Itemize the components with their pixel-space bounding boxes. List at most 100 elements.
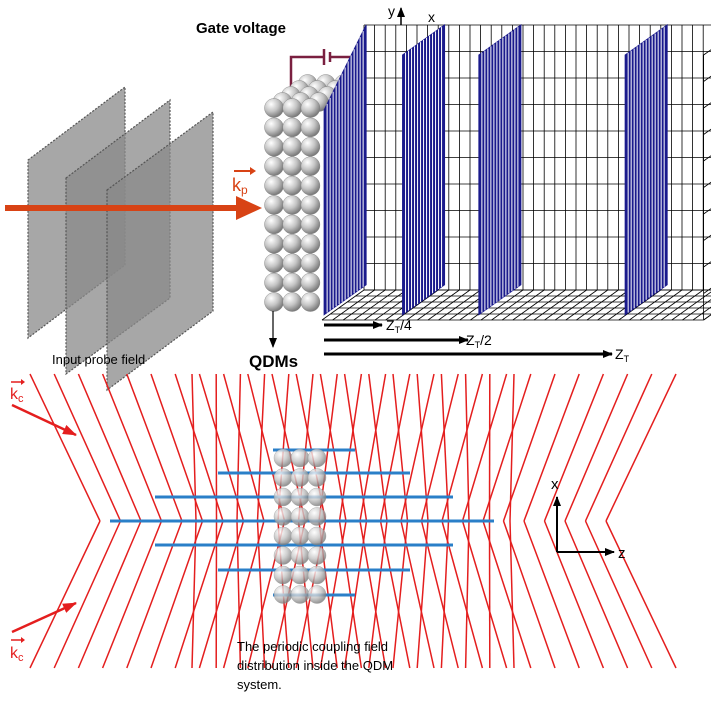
field-line [564, 373, 629, 522]
qdm-ball [307, 585, 327, 604]
qdm-ball [300, 137, 321, 157]
grid-line [565, 289, 609, 321]
field-line [509, 520, 515, 669]
qdm-ball [307, 487, 327, 507]
blue-planes [323, 24, 668, 316]
field-line [359, 373, 387, 522]
qdm-ball [300, 156, 321, 176]
grid-line [417, 289, 460, 321]
field-line [29, 520, 101, 669]
field-line [441, 373, 484, 522]
grid-line [533, 289, 577, 321]
qdm-ball [290, 487, 310, 507]
kc-arrow-top [11, 403, 77, 437]
qdm-ball [264, 253, 284, 273]
qdm-ball [290, 585, 310, 604]
qdm-ball [273, 448, 293, 468]
kp-vector-head [250, 167, 256, 175]
field-line [502, 520, 556, 669]
grid-line [639, 289, 683, 321]
bottom-axes: x z [551, 476, 626, 562]
qdm-ball [307, 526, 327, 546]
field-line [101, 520, 163, 669]
qdm-ball [273, 526, 293, 546]
field-line [420, 373, 459, 522]
qdm-ball [264, 117, 284, 138]
grid-line [576, 289, 619, 321]
qdm-ball [264, 175, 284, 196]
probe-sheet-3 [106, 110, 214, 392]
qdm-ball [282, 175, 302, 196]
axis-x-label: x [428, 9, 435, 25]
gate-voltage-label: Gate voltage [196, 20, 286, 37]
field-line [482, 373, 532, 522]
field-line [509, 373, 515, 522]
qdm-ball [282, 214, 302, 235]
field-line [256, 373, 266, 522]
kp-label: kp [232, 175, 248, 197]
grid-line [544, 289, 587, 321]
qdm-ball [264, 98, 284, 118]
qdm-ball [273, 487, 293, 507]
qdm-ball [282, 137, 302, 157]
qdm-ball [290, 448, 310, 468]
field-line [77, 373, 142, 522]
grid-line [692, 306, 711, 321]
qdm-ball [307, 565, 327, 585]
zt-label: ZT [615, 346, 630, 364]
grid-line [660, 289, 704, 321]
axis-x-label-bottom: x [551, 476, 559, 493]
grid-line [618, 289, 662, 321]
grid-line [491, 289, 534, 321]
kc-arrow-bottom [11, 601, 77, 634]
grid-line [523, 289, 566, 321]
qdm-ball [264, 195, 284, 215]
field-line [236, 373, 242, 522]
grid-line [364, 289, 407, 321]
field-line [338, 373, 363, 522]
field-line [464, 520, 470, 669]
qdm-ball [282, 98, 302, 118]
qdm-ball [300, 175, 321, 196]
kc-label-top: kc [10, 379, 25, 405]
field-line [126, 373, 183, 522]
qdm-ball [282, 234, 302, 254]
grid-line [554, 289, 598, 321]
qdm-column-bottom [273, 448, 327, 604]
field-line [502, 373, 556, 522]
input-probe-field-label: Input probe field [52, 352, 145, 367]
field-line [605, 373, 677, 522]
qdm-ball [300, 98, 321, 118]
caption-line-1: The periodic coupling field [237, 639, 388, 654]
field-line [441, 520, 484, 669]
qdm-ball [264, 234, 284, 254]
qdm-ball [264, 137, 284, 157]
qdm-ball [290, 507, 310, 526]
qdm-ball [282, 272, 302, 293]
grid-line [321, 289, 365, 321]
qdm-ball [264, 156, 284, 176]
qdm-ball [273, 585, 293, 604]
grid-line [353, 289, 397, 321]
field-line [77, 520, 142, 669]
qdm-ball [282, 156, 302, 176]
field-line [53, 520, 122, 669]
grid-line [586, 289, 630, 321]
field-line [523, 373, 580, 522]
qdm-ball [300, 292, 321, 312]
field-line [420, 520, 459, 669]
grid-line [629, 289, 672, 321]
grid-line [406, 289, 450, 321]
qdm-ball [282, 117, 302, 138]
qdm-ball [300, 253, 321, 273]
field-line [464, 373, 470, 522]
axis-z-label-bottom: z [618, 545, 626, 562]
zt-arrows: ZT/4 ZT/2 ZT [324, 317, 630, 364]
field-line [523, 520, 580, 669]
field-line [543, 520, 605, 669]
qdm-ball [290, 468, 310, 487]
grid-line [501, 289, 545, 321]
qdm-ball [273, 507, 293, 526]
field-line [564, 520, 629, 669]
